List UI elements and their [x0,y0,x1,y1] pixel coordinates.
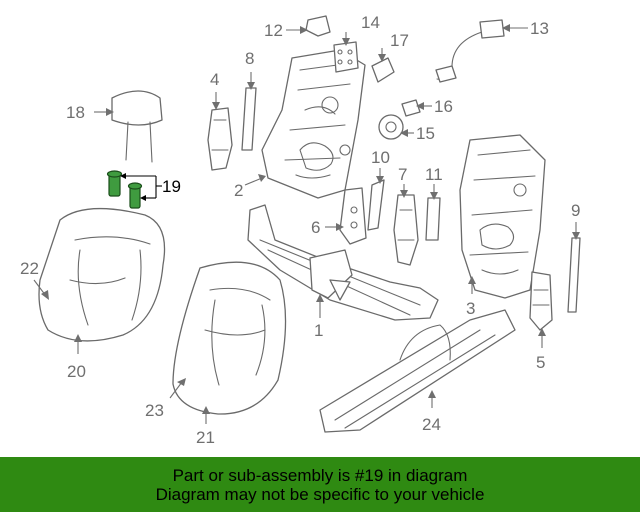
callout-label: 7 [398,165,407,184]
recliner-left-4 [207,107,233,171]
callout-22: 22 [20,259,49,300]
callout-18: 18 [66,103,114,122]
cable-13 [435,19,505,83]
callout-9: 9 [571,201,580,240]
bag-24 [319,309,516,433]
seat-parts-diagram: 1 2 3 4 5 6 7 8 9 10 [20,13,581,447]
clip-16 [401,99,421,117]
callout-label: 14 [361,13,380,32]
seat-frame-left [261,49,366,199]
cable-9 [567,237,581,313]
bracket-6 [339,187,367,245]
strip-10 [367,179,385,231]
callout-label: 6 [311,218,320,237]
banner-line-part: Part or sub-assembly is #19 in diagram [172,465,468,485]
callout-label: 1 [314,321,323,340]
handle-17 [371,57,395,83]
callout-label: 20 [67,362,86,381]
callout-label: 22 [20,259,39,278]
callout-label: 8 [245,49,254,68]
banner-line-disclaimer: Diagram may not be specific to your vehi… [155,484,485,504]
callout-label: 21 [196,428,215,447]
knob-15 [378,114,404,140]
callout-21: 21 [196,406,215,447]
callout-label: 10 [371,148,390,167]
seat-frame-right [459,134,546,299]
callout-label: 4 [210,70,219,89]
callout-5: 5 [536,328,546,372]
callout-19: 19 [120,173,181,201]
headrest-guide-highlight [106,170,143,209]
callout-14: 14 [342,13,380,46]
callout-label: 16 [434,97,453,116]
seatback-cover-21 [172,261,287,415]
callout-10: 10 [371,148,390,184]
recliner-right-7 [393,194,419,266]
callout-1: 1 [314,294,324,340]
recliner-5 [529,271,553,331]
plate-14 [333,41,359,73]
callout-12: 12 [264,21,308,40]
strip-11 [425,197,441,241]
seat-rail-assembly [247,204,439,321]
callout-15: 15 [400,124,435,143]
backrest-cover-20 [38,207,166,342]
callout-label-highlighted: 19 [162,177,181,196]
callout-16: 16 [416,97,453,116]
headrest-18 [111,90,163,163]
callout-8: 8 [245,49,255,90]
callout-label: 9 [571,201,580,220]
callout-label: 11 [425,165,443,184]
callout-label: 12 [264,21,283,40]
callout-label: 2 [234,181,243,200]
callout-label: 24 [422,415,441,434]
callout-label: 13 [530,19,549,38]
callout-label: 18 [66,103,85,122]
part-info-banner: Part or sub-assembly is #19 in diagram D… [0,457,640,512]
callout-4: 4 [210,70,220,110]
callout-17: 17 [378,31,409,62]
callout-3: 3 [466,276,476,318]
callout-6: 6 [311,218,344,237]
callout-label: 17 [390,31,409,50]
callout-24: 24 [422,390,441,434]
callout-label: 3 [466,299,475,318]
callout-20: 20 [67,334,86,381]
callout-2: 2 [234,174,266,200]
callout-label: 23 [145,401,164,420]
callout-label: 15 [416,124,435,143]
callout-13: 13 [502,19,549,38]
callout-label: 5 [536,353,545,372]
callout-23: 23 [145,378,186,420]
callout-11: 11 [425,165,443,200]
callout-7: 7 [398,165,408,198]
cable-8 [241,87,257,151]
clip-12 [305,15,331,37]
